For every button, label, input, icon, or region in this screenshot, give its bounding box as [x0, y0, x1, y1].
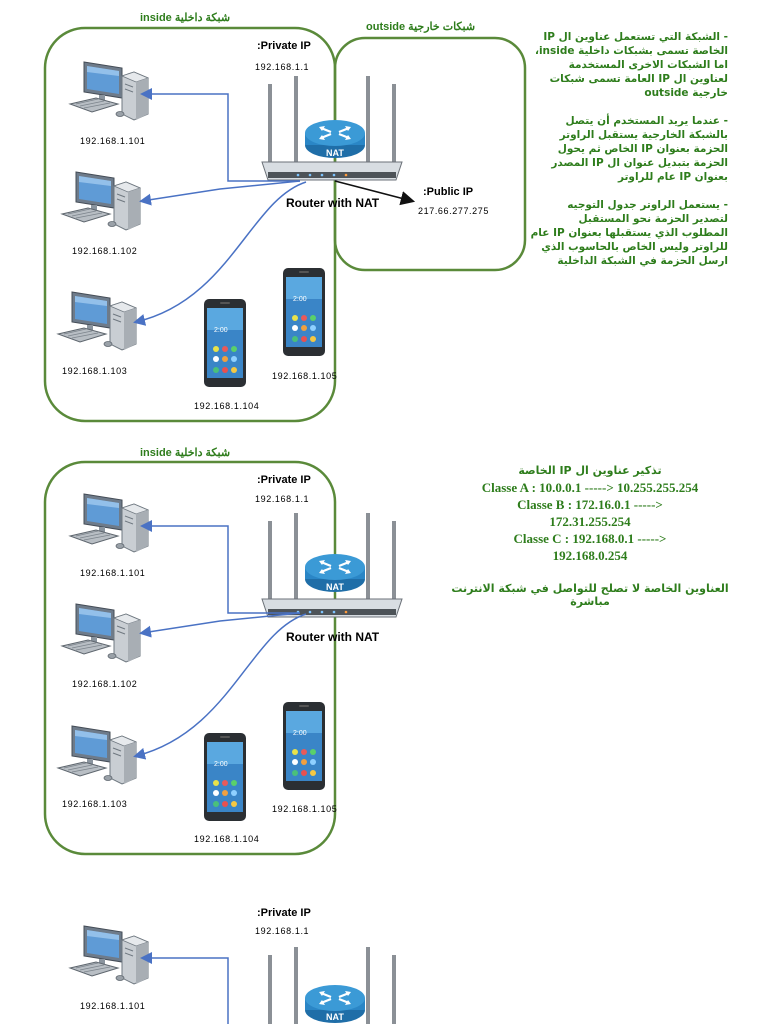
link-router-pc101 [140, 88, 300, 182]
private-addresses-note: العناوين الخاصة لا تصلح للتواصل في شبكة … [451, 582, 729, 608]
pc-1-101 [69, 61, 149, 121]
link-router-public [334, 180, 416, 206]
link-router-pc102 [139, 180, 301, 206]
pc-1-102 [61, 171, 141, 231]
pc2-ip-2: 192.168.1.102 [72, 679, 138, 689]
class-b-line1: Classe B : 172.16.0.1 -----> [517, 497, 663, 512]
public-ip-label: Public IP: [423, 186, 474, 198]
pc-3-101 [69, 925, 149, 985]
class-a: Classe A : 10.0.0.1 -----> 10.255.255.25… [481, 480, 699, 495]
phone2-ip: 192.168.1.105 [272, 371, 338, 381]
outside-title: شبكات خارجية outside [366, 21, 476, 33]
pc-1-103 [57, 291, 137, 351]
nat-label-2: NAT [326, 582, 344, 592]
explanation-2: - عندما يريد المستخدم أن يتصل بالشبكة ال… [551, 115, 728, 183]
public-ip: 217.66.277.275 [418, 206, 489, 216]
pc1-ip-3: 192.168.1.101 [80, 1001, 146, 1011]
diagram-2 [43, 460, 403, 856]
inside-title: شبكة داخلية inside [140, 12, 231, 24]
pc-2-103 [57, 725, 137, 785]
link2-router-pc101 [140, 520, 300, 614]
phone1-ip-2: 192.168.1.104 [194, 834, 260, 844]
phone1-ip: 192.168.1.104 [194, 401, 260, 411]
class-c-line1: Classe C : 192.168.0.1 -----> [513, 531, 667, 546]
pc1-ip: 192.168.1.101 [80, 136, 146, 146]
link-router-pc103 [133, 181, 307, 326]
pc2-ip: 192.168.1.102 [72, 246, 138, 256]
classes-title: تذكير عناوين ال IP الخاصة [518, 464, 662, 477]
phone2-ip-2: 192.168.1.105 [272, 804, 338, 814]
explanation-1: - الشبكة التي تستعمل عناوين ال IP الخاصة… [534, 31, 728, 99]
diagram-3 [69, 925, 403, 1024]
pc-2-101 [69, 493, 149, 553]
private-ip-label-2: Private IP: [257, 474, 311, 486]
pc3-ip: 192.168.1.103 [62, 366, 128, 376]
phone1-time: 2:00 [214, 327, 228, 334]
phone2-time-2: 2:00 [293, 730, 307, 737]
link2-router-pc102 [139, 612, 301, 638]
inside-title-2: شبكة داخلية inside [140, 447, 231, 459]
phone-1-105 [283, 268, 325, 356]
explanation-block: - الشبكة التي تستعمل عناوين ال IP الخاصة… [530, 30, 728, 282]
router-ip: 192.168.1.1 [255, 62, 310, 72]
router-ip-3: 192.168.1.1 [255, 926, 310, 936]
diagram-1 [43, 26, 527, 423]
pc3-ip-2: 192.168.1.103 [62, 799, 128, 809]
pc-2-102 [61, 603, 141, 663]
nat-label: NAT [326, 148, 344, 158]
phone-1-104 [204, 299, 246, 387]
phone-2-105 [283, 702, 325, 790]
outside-network-box [333, 36, 527, 272]
phone1-time-2: 2:00 [214, 761, 228, 768]
class-c-line2: 192.168.0.254 [552, 548, 628, 563]
private-ip-label: Private IP: [257, 40, 311, 52]
pc1-ip-2: 192.168.1.101 [80, 568, 146, 578]
link3-router-pc101 [140, 952, 229, 1024]
inside-network-box-2 [43, 460, 337, 856]
private-classes-block: تذكير عناوين ال IP الخاصة Classe A : 10.… [430, 462, 750, 564]
router-ip-2: 192.168.1.1 [255, 494, 310, 504]
router-label: Router with NAT [286, 196, 380, 210]
private-ip-label-3: Private IP: [257, 907, 311, 919]
class-b-line2: 172.31.255.254 [549, 514, 631, 529]
explanation-3: - يستعمل الراوتر جدول التوجيه لتصدير الح… [530, 199, 728, 267]
phone-2-104 [204, 733, 246, 821]
router-label-2: Router with NAT [286, 630, 380, 644]
nat-label-3: NAT [326, 1012, 344, 1022]
link2-router-pc103 [133, 613, 307, 760]
phone2-time: 2:00 [293, 296, 307, 303]
